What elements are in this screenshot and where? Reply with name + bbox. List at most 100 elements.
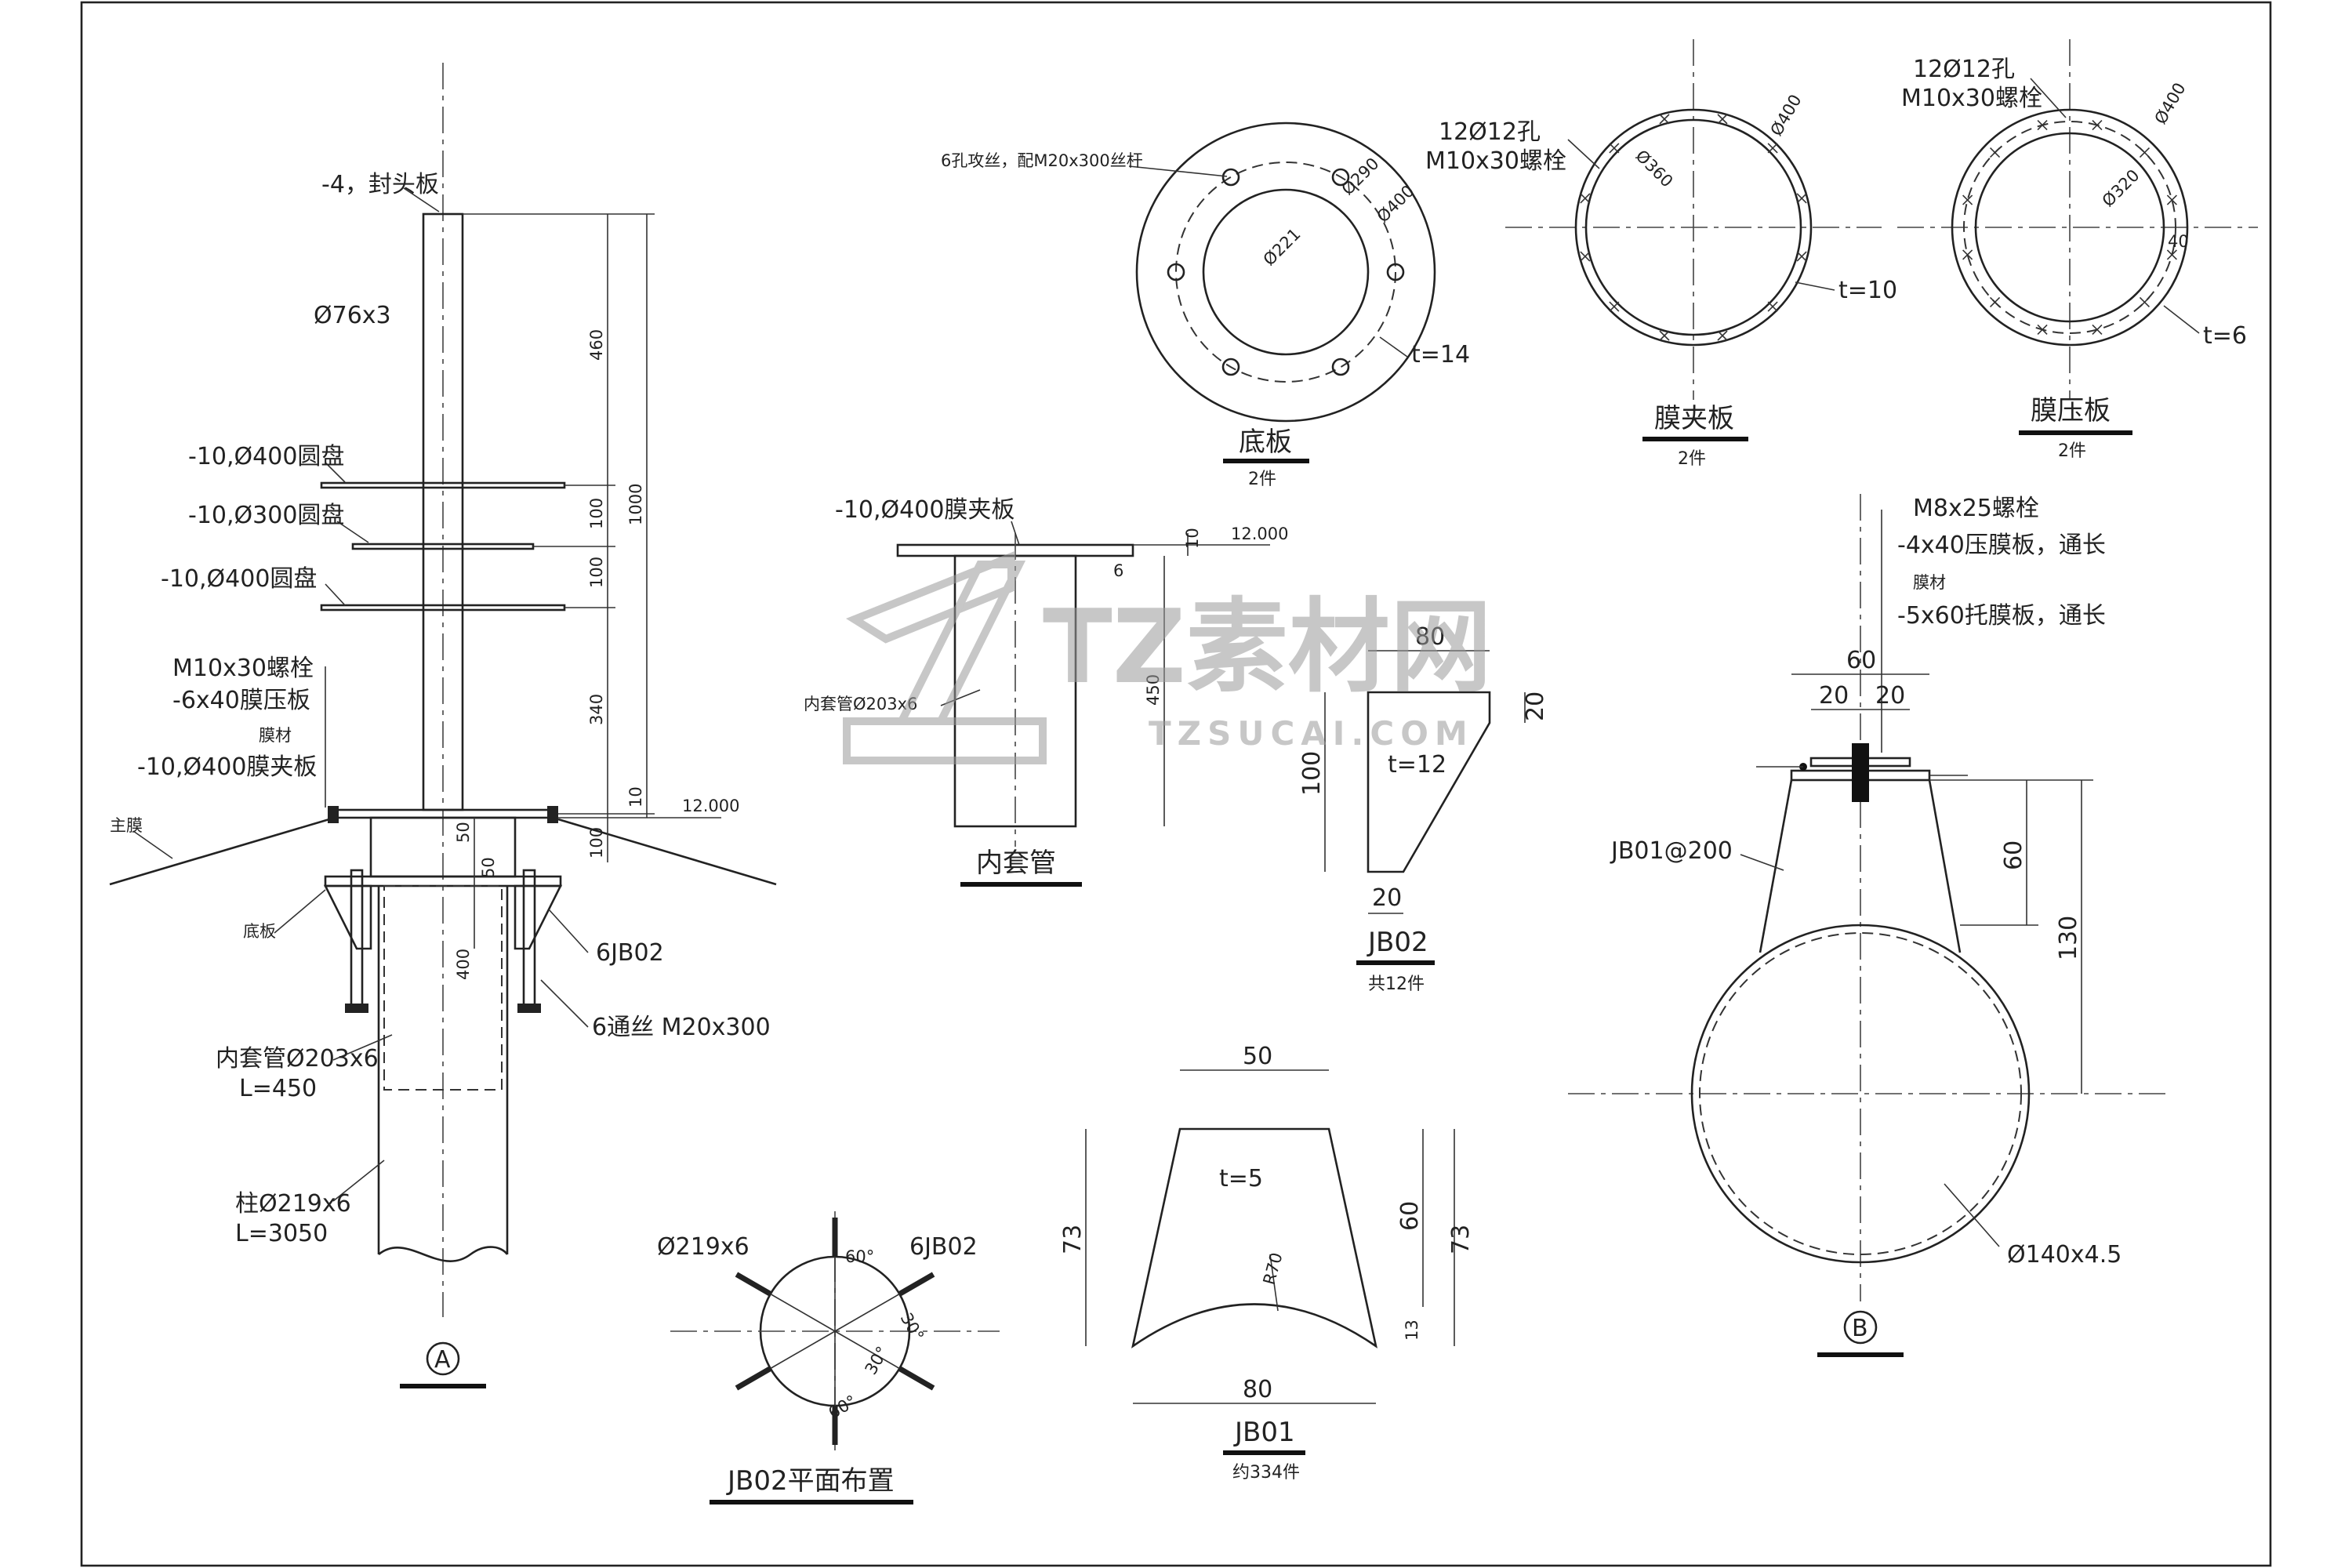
base-plate-holes	[1167, 168, 1405, 376]
b-leader-pipe	[1944, 1183, 2000, 1247]
mark-a: A	[434, 1346, 451, 1374]
press-d320: Ø320	[2099, 166, 2143, 211]
jb01-count: 约334件	[1232, 1463, 1300, 1483]
leader-clamp-holes	[1567, 139, 1600, 169]
clamp-hole	[1580, 251, 1591, 262]
mast-label: Ø76x3	[314, 302, 391, 329]
b-pipe-label: Ø140x4.5	[2007, 1241, 2122, 1269]
detail-a: -4，封头板 Ø76x3 -10,Ø400圆盘 -10,Ø300圆盘 -10,Ø…	[109, 63, 777, 1388]
bolt-right	[547, 806, 558, 823]
jb01-h-mid: 60	[1396, 1201, 1424, 1231]
jb01-title: JB01	[1233, 1417, 1295, 1448]
clamp-hole	[1659, 330, 1670, 341]
elev-a: 12.000	[682, 797, 739, 815]
clamp-hole	[1659, 114, 1670, 125]
press-label: -6x40膜压板	[172, 687, 310, 714]
clamp-hole	[1796, 193, 1807, 204]
clamp-holes-label: 12Ø12孔	[1439, 118, 1541, 146]
b-jb01-right	[1928, 779, 1962, 953]
press-bolt-label: M10x30螺栓	[1901, 85, 2042, 112]
base-plate-bolt-circle	[1175, 162, 1396, 383]
angle-2: 30°	[897, 1310, 927, 1345]
column-label: 柱Ø219x6	[235, 1190, 351, 1218]
press-plate-detail: 12Ø12孔 M10x30螺栓 Ø400 Ø320 40 t=6 膜压板 2件	[1897, 39, 2258, 461]
watermark: TZ素材网 TZSUCAI.COM	[843, 550, 1492, 764]
press-hole	[2166, 249, 2177, 260]
screw-label: 6通丝 M20x300	[592, 1014, 771, 1041]
leader-holes	[1128, 165, 1228, 177]
press-hole	[2139, 147, 2151, 158]
clamp-hole	[1717, 114, 1728, 125]
clamp-holes	[1580, 114, 1807, 341]
clamp-t10: t=10	[1838, 277, 1897, 304]
nut-left	[345, 1004, 368, 1013]
clamp-d360: Ø360	[1632, 147, 1676, 191]
b-pipe-inner	[1699, 932, 2022, 1255]
clamp-d400: Ø400	[1767, 91, 1806, 139]
clamp-hole	[1609, 301, 1620, 312]
inner-tube-title: 内套管	[976, 848, 1056, 879]
clamp-label: -10,Ø400膜夹板	[137, 753, 317, 781]
press-count: 2件	[2058, 441, 2086, 461]
mark-b-circle	[1843, 1310, 1878, 1345]
b-pipe	[1690, 924, 2031, 1264]
leader-disc1	[325, 462, 346, 483]
press-holes-label: 12Ø12孔	[1913, 56, 2015, 83]
dim-100c: 100	[587, 827, 606, 858]
main-membrane	[109, 818, 330, 886]
dim-450: 450	[1144, 674, 1163, 706]
base-plate-title: 底板	[1239, 426, 1292, 458]
base-plate-count: 2件	[1248, 470, 1276, 489]
angle-4: 60°	[826, 1392, 860, 1422]
b-jb01-left	[1759, 779, 1793, 953]
b-w-20a: 20	[1819, 682, 1849, 710]
press-hole	[2092, 120, 2103, 131]
dim-50a: 50	[454, 822, 473, 843]
bolt-label: M10x30螺栓	[172, 655, 314, 682]
disc1-label: -10,Ø400圆盘	[188, 443, 344, 470]
press-hole	[2037, 120, 2048, 131]
layout-rib	[898, 1272, 935, 1297]
angle-1: 60°	[845, 1247, 874, 1266]
press-hole	[1989, 296, 2001, 308]
drawing-frame	[80, 1, 2272, 1567]
cap-label: -4，封头板	[321, 171, 439, 198]
b-rib-label: JB01@200	[1610, 837, 1733, 865]
base-label: 底板	[243, 922, 276, 941]
press-title: 膜压板	[2031, 395, 2111, 426]
jb01-w-bottom: 80	[1243, 1376, 1272, 1403]
jb02-layout-detail: Ø219x6 6JB02 60° 30° 30° 60° JB02平面布置	[657, 1211, 1000, 1504]
d290: Ø290	[1338, 154, 1383, 199]
leader-column	[332, 1160, 385, 1202]
base-plate-detail: 6孔攻丝，配M20x300丝杆 Ø290 Ø400 Ø221 t=14 底板 2…	[941, 122, 1470, 489]
watermark-url: TZSUCAI.COM	[1149, 714, 1474, 753]
mark-b: B	[1852, 1315, 1868, 1342]
thickness-14: t=14	[1411, 341, 1470, 368]
jb02-label: 6JB02	[596, 939, 664, 967]
b-bolt-label: M8x25螺栓	[1913, 495, 2039, 522]
layout-rib	[735, 1366, 772, 1391]
column-len: L=3050	[235, 1220, 328, 1247]
detail-b: M8x25螺栓 -4x40压膜板，通长 膜材 -5x60托膜板，通长 60 20…	[1568, 494, 2172, 1357]
layout-ribs	[735, 1218, 935, 1445]
b-base-label: -5x60托膜板，通长	[1897, 602, 2106, 630]
layout-spoke	[770, 1330, 836, 1370]
press-bolt-circle	[1963, 121, 2176, 334]
b-w-60: 60	[1846, 647, 1876, 674]
leader-base	[274, 889, 326, 934]
inner-tube-label: 内套管Ø203x6	[216, 1045, 379, 1073]
press-t6: t=6	[2203, 322, 2247, 350]
dim-100a: 100	[587, 498, 606, 529]
jb01-shape	[1131, 1127, 1377, 1348]
base-plate-outer	[1135, 122, 1436, 423]
watermark-logo	[843, 550, 1047, 764]
inner-top-label: -10,Ø400膜夹板	[835, 496, 1014, 524]
mark-a-circle	[426, 1341, 460, 1376]
jb02-t12: t=12	[1388, 751, 1446, 779]
leader-jb02	[548, 909, 589, 953]
leader-disc2	[336, 521, 369, 543]
inner-tube-top	[369, 816, 517, 878]
layout-title: JB02平面布置	[726, 1465, 895, 1497]
jb02-detail: 80 100 20 20 t=12 JB02 共12件	[1298, 623, 1549, 994]
